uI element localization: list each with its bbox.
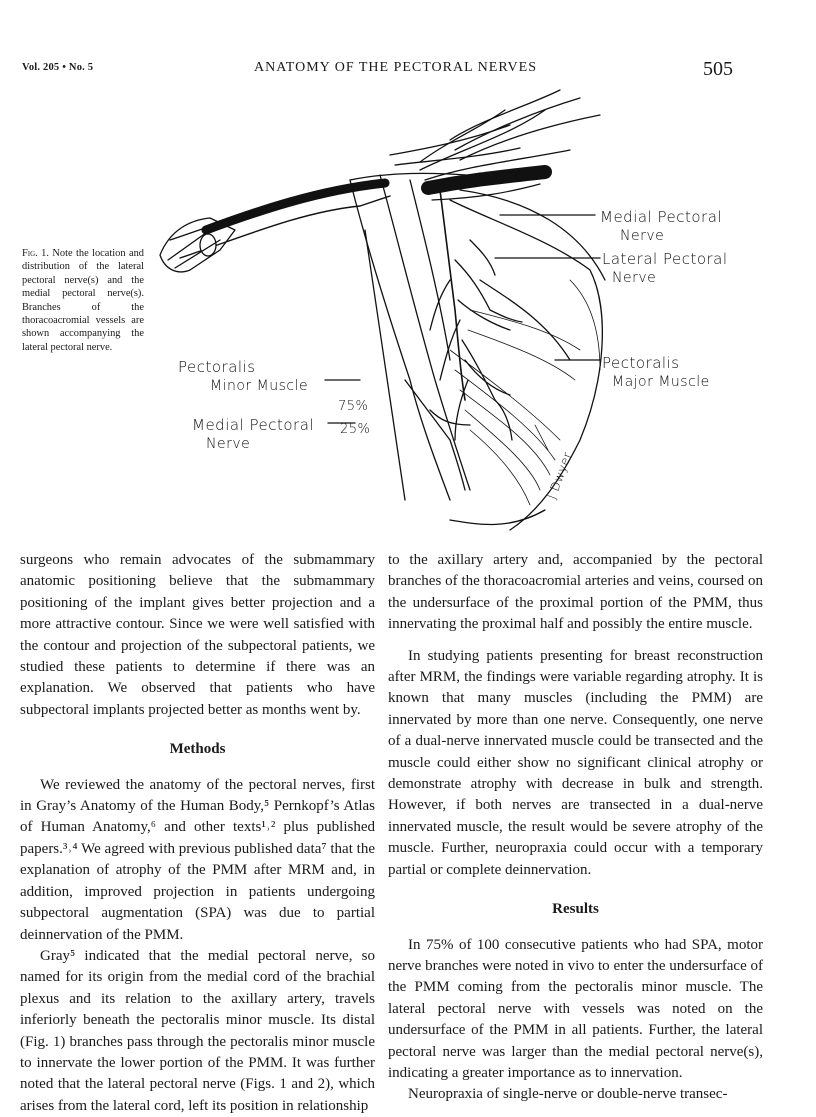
- page-number: 505: [703, 58, 733, 80]
- results-heading: Results: [552, 901, 599, 918]
- label-lateral-pectoral-nerve: Lateral Pectoral: [602, 250, 728, 268]
- methods-heading: Methods: [169, 741, 226, 758]
- figure-caption-label: Fig. 1.: [22, 248, 49, 259]
- right-paragraph-1: to the axillary artery and, accompanied …: [388, 552, 763, 633]
- label-medial-pectoral-nerve-bottom-2: Nerve: [206, 436, 250, 452]
- figure-caption: Fig. 1. Note the location and distributi…: [22, 247, 144, 354]
- label-lateral-pectoral-nerve-2: Nerve: [612, 270, 656, 286]
- page-header: Vol. 205 • No. 5 ANATOMY OF THE PECTORAL…: [0, 0, 816, 100]
- artist-signature: J Dwyer: [545, 450, 575, 501]
- anatomical-illustration: Medial Pectoral Nerve Lateral Pectoral N…: [159, 89, 728, 531]
- volume-issue: Vol. 205 • No. 5: [22, 62, 94, 73]
- left-paragraph-3: Gray⁵ indicated that the medial pectoral…: [20, 947, 375, 1114]
- label-medial-pectoral-nerve-top-2: Nerve: [620, 228, 664, 244]
- label-medial-pectoral-nerve-top: Medial Pectoral: [600, 208, 722, 226]
- right-paragraph-4: Neuropraxia of single-nerve or double-ne…: [408, 1086, 728, 1103]
- figure-caption-text: Note the location and distribution of th…: [22, 248, 144, 353]
- left-column: surgeons who remain advocates of the sub…: [20, 550, 375, 1117]
- label-pectoralis-major: Pectoralis: [602, 354, 680, 372]
- label-pectoralis-minor: Pectoralis: [178, 358, 256, 376]
- right-paragraph-3: In 75% of 100 consecutive patients who h…: [388, 936, 763, 1081]
- left-paragraph-2: We reviewed the anatomy of the pectoral …: [20, 776, 375, 943]
- right-paragraph-2: In studying patients presenting for brea…: [388, 647, 763, 878]
- label-pectoralis-major-2: Major Muscle: [612, 374, 710, 390]
- label-pct-75: 75%: [338, 399, 368, 414]
- label-medial-pectoral-nerve-bottom: Medial Pectoral: [192, 416, 314, 434]
- left-paragraph-1: surgeons who remain advocates of the sub…: [20, 552, 375, 718]
- label-pectoralis-minor-2: Minor Muscle: [210, 378, 308, 394]
- running-title: ANATOMY OF THE PECTORAL NERVES: [254, 60, 537, 75]
- label-pct-25: 25%: [340, 422, 370, 437]
- right-column: to the axillary artery and, accompanied …: [388, 550, 763, 1106]
